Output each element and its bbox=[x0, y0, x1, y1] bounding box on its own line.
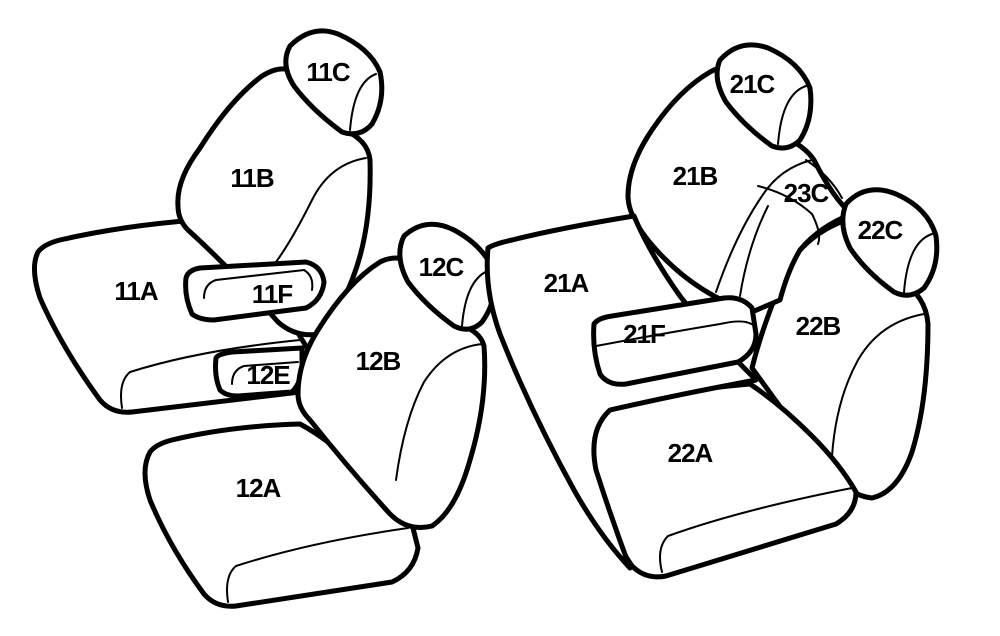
part-12E-welt bbox=[231, 361, 299, 385]
bench-2 bbox=[484, 42, 940, 580]
label-21B: 21B bbox=[673, 161, 718, 191]
labels: 11C 11B 11A 11F 12E 12C 12B 12A 21C 21B … bbox=[114, 57, 904, 503]
label-21F: 21F bbox=[623, 319, 665, 349]
part-21B-welt-b bbox=[739, 205, 769, 297]
part-21C-headrest[interactable] bbox=[714, 42, 814, 151]
part-11F-welt bbox=[203, 268, 314, 299]
part-12E-armrest[interactable] bbox=[213, 345, 305, 399]
label-12E: 12E bbox=[246, 360, 290, 390]
part-11C-headrest[interactable] bbox=[283, 28, 385, 137]
label-21A: 21A bbox=[544, 268, 590, 298]
part-21B-backrest[interactable] bbox=[625, 64, 855, 315]
part-11A-welt bbox=[120, 339, 301, 409]
seat-11 bbox=[32, 28, 385, 415]
part-12C-headrest[interactable] bbox=[397, 221, 498, 332]
part-21F-armrest[interactable] bbox=[591, 295, 759, 387]
label-23C: 23C bbox=[784, 178, 830, 208]
label-11F: 11F bbox=[252, 279, 292, 309]
label-12C: 12C bbox=[419, 252, 465, 282]
part-21F-welt bbox=[595, 320, 755, 347]
label-12B: 12B bbox=[356, 346, 401, 376]
part-22C-welt bbox=[903, 233, 933, 293]
part-12B-welt bbox=[395, 343, 483, 481]
part-11F-armrest[interactable] bbox=[183, 259, 327, 323]
part-11C-welt bbox=[349, 73, 377, 131]
label-22B: 22B bbox=[796, 311, 841, 341]
part-12B-backrest[interactable] bbox=[295, 255, 488, 530]
label-11B: 11B bbox=[230, 163, 273, 193]
label-22C: 22C bbox=[858, 215, 904, 245]
part-22A-welt bbox=[659, 487, 853, 573]
label-21C: 21C bbox=[730, 69, 776, 99]
part-23C-welt-a bbox=[757, 185, 821, 245]
part-22C-headrest[interactable] bbox=[840, 187, 940, 298]
part-12A-welt bbox=[226, 527, 409, 603]
part-22B-welt bbox=[831, 313, 925, 457]
label-11C: 11C bbox=[306, 57, 350, 87]
part-21A-cushion[interactable] bbox=[484, 213, 759, 571]
part-11B-welt bbox=[275, 157, 367, 263]
part-23C-welt-b bbox=[805, 159, 843, 199]
label-22A: 22A bbox=[668, 438, 714, 468]
seat-12 bbox=[142, 221, 498, 609]
part-21C-welt bbox=[777, 85, 807, 145]
part-21B-welt-a bbox=[715, 159, 813, 293]
label-12A: 12A bbox=[236, 473, 282, 503]
label-11A: 11A bbox=[114, 276, 158, 306]
